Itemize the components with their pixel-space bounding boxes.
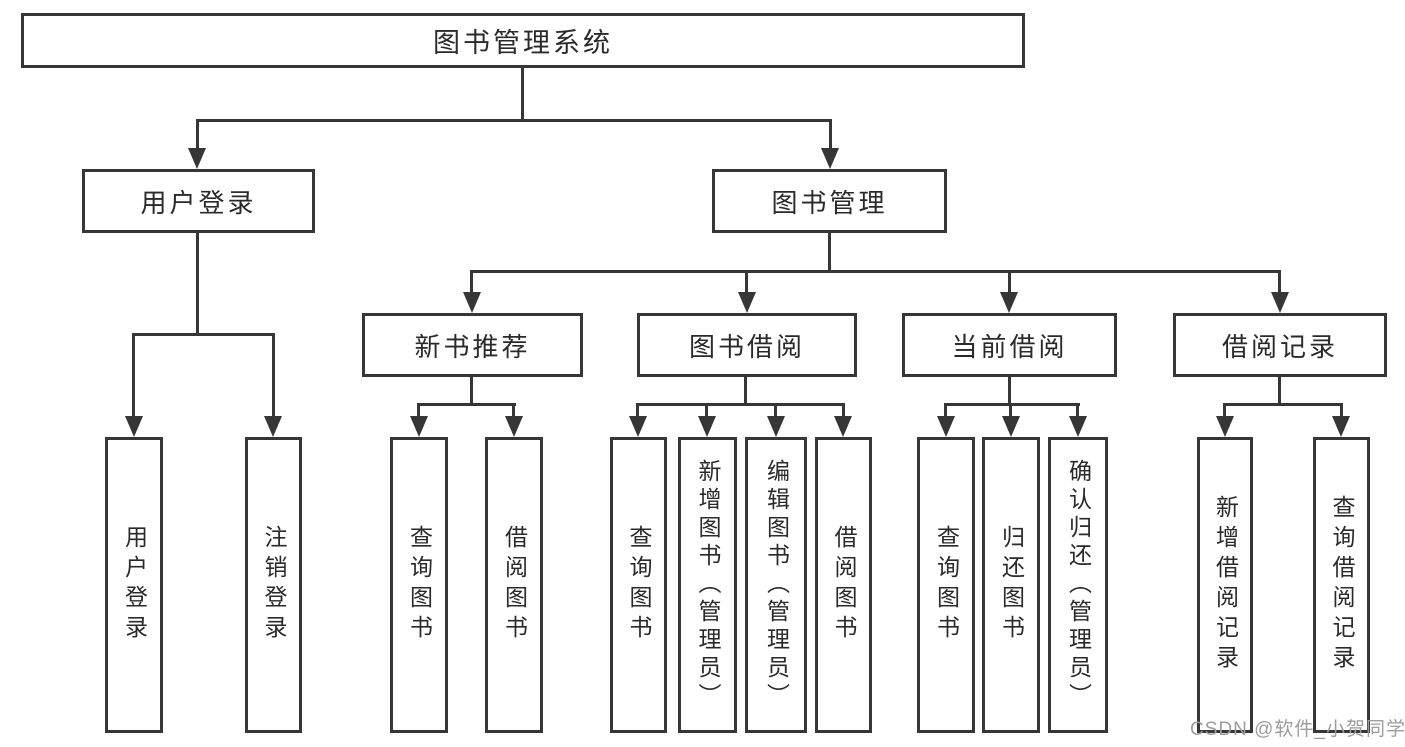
arrowhead-down-icon: [698, 416, 716, 437]
arrowhead-down-icon: [1002, 416, 1020, 437]
arrowhead-down-icon: [505, 416, 523, 437]
connector-stem: [1008, 376, 1011, 406]
connector-rail: [944, 403, 1080, 406]
node-book-management: 图书管理: [712, 169, 947, 233]
connector-drop-line: [1076, 403, 1079, 419]
connector-root-stem: [521, 68, 524, 122]
arrowhead-down-icon: [264, 416, 282, 437]
arrowhead-down-icon: [738, 292, 756, 313]
connector-drop-line: [774, 403, 777, 419]
node-logout-leaf: 注销登录: [245, 437, 302, 733]
connector-drop-line: [1340, 403, 1343, 419]
arrowhead-down-icon: [834, 416, 852, 437]
arrowhead-down-icon: [821, 148, 839, 169]
connector-drop-line: [842, 403, 845, 419]
connector-drop-line: [745, 270, 748, 296]
node-borrow-book-recommend: 借阅图书: [485, 437, 543, 733]
connector-stem: [470, 376, 473, 406]
connector-rail: [636, 403, 845, 406]
arrowhead-down-icon: [629, 416, 647, 437]
connector-drop-line: [196, 119, 199, 152]
node-return-book: 归还图书: [982, 437, 1040, 733]
node-add-book-admin: 新增图书（管理员）: [678, 437, 737, 733]
arrowhead-down-icon: [463, 292, 481, 313]
arrowhead-down-icon: [410, 416, 428, 437]
arrowhead-down-icon: [1000, 292, 1018, 313]
connector-drop-line: [1009, 403, 1012, 419]
connector-book-mgmt-stem: [828, 233, 831, 273]
connector-stem: [744, 376, 747, 406]
arrowhead-down-icon: [937, 416, 955, 437]
connector-drop-line: [470, 270, 473, 296]
connector-drop-line: [636, 403, 639, 419]
connector-rail: [417, 403, 516, 406]
connector-drop-line: [705, 403, 708, 419]
arrowhead-down-icon: [767, 416, 785, 437]
node-user-login: 用户登录: [82, 169, 315, 233]
connector-stem: [1278, 376, 1281, 406]
csdn-watermark: CSDN @软件_小贺同学: [1190, 719, 1405, 740]
connector-level2-rail: [196, 119, 832, 122]
node-confirm-return-admin: 确认归还（管理员）: [1048, 437, 1108, 733]
connector-drop-line: [1278, 270, 1281, 296]
connector-drop-line: [272, 333, 275, 418]
node-add-borrow-record: 新增借阅记录: [1197, 437, 1253, 733]
connector-rail: [1223, 403, 1343, 406]
node-query-book-borrow: 查询图书: [610, 437, 667, 733]
node-edit-book-admin: 编辑图书（管理员）: [745, 437, 807, 733]
arrowhead-down-icon: [125, 416, 143, 437]
node-new-book-recommend: 新书推荐: [362, 313, 583, 377]
arrowhead-down-icon: [1271, 292, 1289, 313]
connector-user-login-stem: [196, 233, 199, 336]
node-query-book-recommend: 查询图书: [390, 437, 448, 733]
connector-drop-line: [1223, 403, 1226, 419]
node-borrow-book-leaf: 借阅图书: [815, 437, 872, 733]
node-root: 图书管理系统: [21, 13, 1025, 68]
arrowhead-down-icon: [1069, 416, 1087, 437]
connector-drop-line: [944, 403, 947, 419]
connector-drop-line: [417, 403, 420, 419]
node-book-borrow: 图书借阅: [637, 313, 857, 377]
node-borrow-records: 借阅记录: [1173, 313, 1387, 377]
arrowhead-down-icon: [1332, 416, 1350, 437]
connector-drop-line: [1008, 270, 1011, 296]
node-current-borrow: 当前借阅: [902, 313, 1117, 377]
node-user-login-leaf: 用户登录: [105, 437, 163, 733]
arrowhead-down-icon: [188, 148, 206, 169]
node-query-borrow-record: 查询借阅记录: [1313, 437, 1370, 733]
connector-user-login-rail: [132, 333, 275, 336]
node-query-book-current: 查询图书: [917, 437, 975, 733]
connector-drop-line: [512, 403, 515, 419]
connector-drop-line: [829, 119, 832, 152]
connector-drop-line: [132, 333, 135, 418]
connector-level3-rail: [470, 270, 1281, 273]
arrowhead-down-icon: [1216, 416, 1234, 437]
